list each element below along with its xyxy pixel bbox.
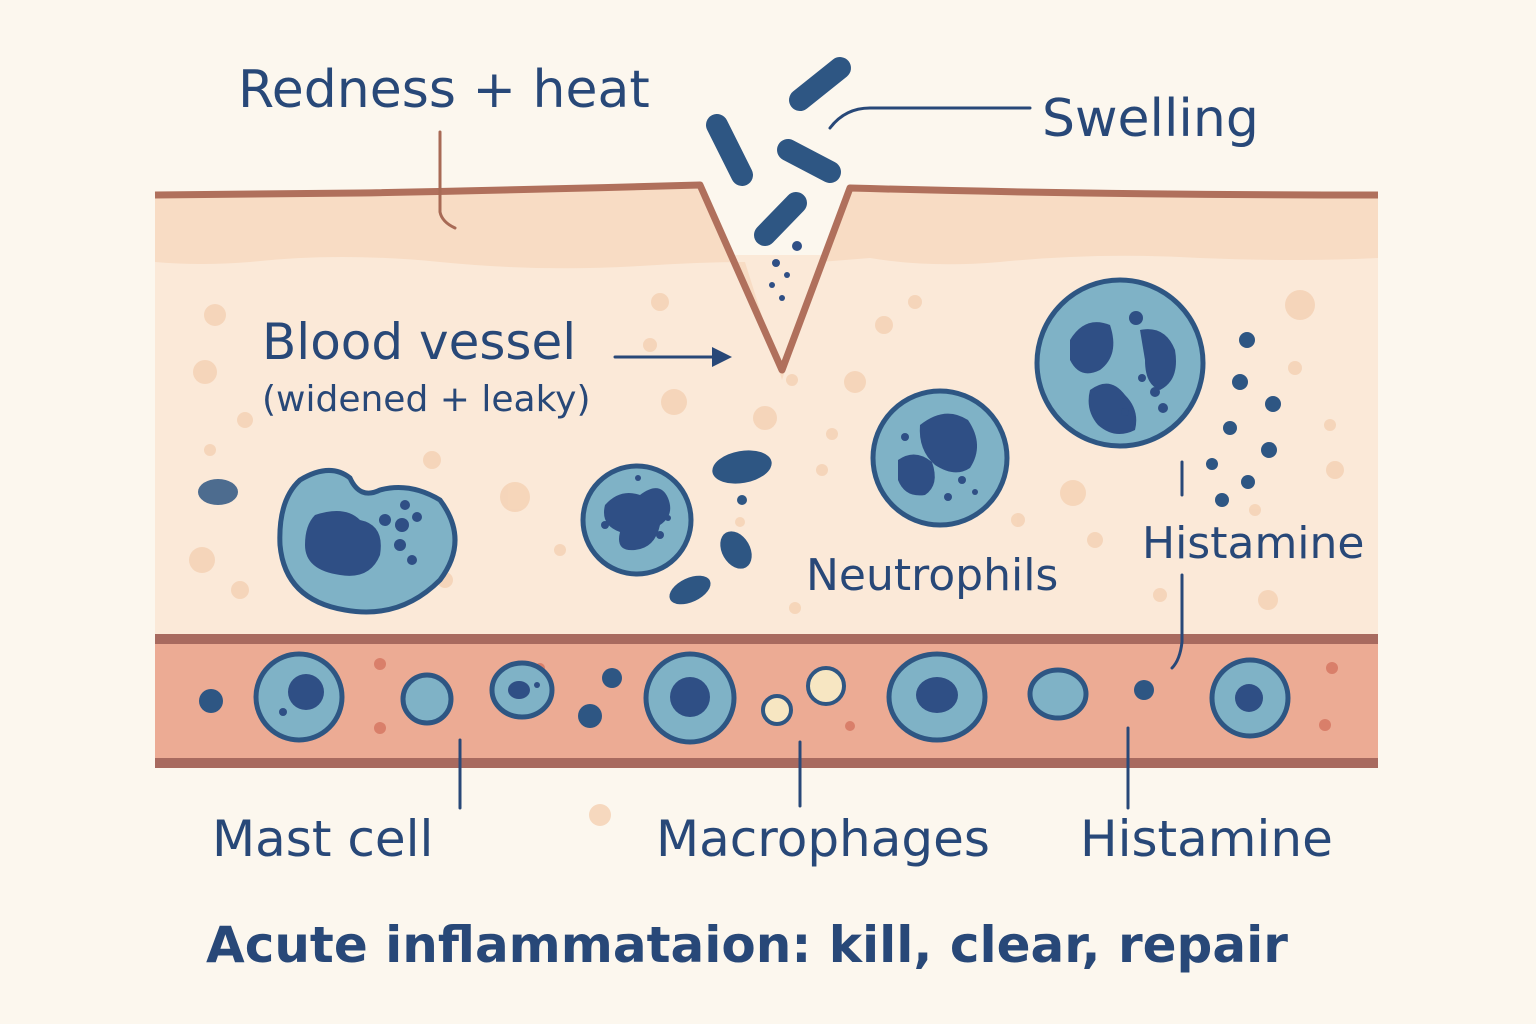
cell-fragment <box>198 479 238 505</box>
label-swelling: Swelling <box>1042 89 1259 149</box>
cell-fragments <box>669 450 772 605</box>
tissue-cell-kidney <box>277 468 458 615</box>
neutrophil-cell <box>870 388 1010 528</box>
histamine-granules <box>1206 332 1281 507</box>
blood-vessel-band <box>155 634 1378 768</box>
blood-cell <box>643 651 737 745</box>
blood-cell <box>400 672 454 726</box>
bacteria-cluster <box>706 57 851 246</box>
skin-surface <box>154 181 1379 380</box>
label-macrophages: Macrophages <box>656 810 990 868</box>
blood-cell <box>253 651 345 743</box>
bacterium <box>777 139 841 183</box>
platelet <box>761 666 846 726</box>
label-histamine-lower: Histamine <box>1080 810 1333 868</box>
label-blood-vessel-note: (widened + leaky) <box>262 379 590 420</box>
neutrophil-cell-large <box>1034 277 1206 449</box>
bacterium <box>789 57 851 111</box>
label-redness-heat: Redness + heat <box>238 60 650 120</box>
blood-cell <box>886 651 988 743</box>
blood-cell <box>1027 667 1089 721</box>
leader-lines <box>438 106 1184 810</box>
blood-cell <box>489 660 555 720</box>
blood-cell <box>1209 657 1291 739</box>
label-histamine-upper: Histamine <box>1142 518 1365 569</box>
bacterium <box>754 192 807 246</box>
label-mast-cell: Mast cell <box>212 810 433 868</box>
bacterium <box>706 114 753 186</box>
diagram-title: Acute inflammataion: kill, clear, repair <box>206 916 1288 974</box>
arrowhead <box>712 347 732 367</box>
tissue-cell-center <box>580 463 694 577</box>
labels: Redness + heat Swelling Blood vessel (wi… <box>206 60 1365 974</box>
label-blood-vessel: Blood vessel <box>262 313 576 371</box>
label-neutrophils: Neutrophils <box>806 550 1058 601</box>
